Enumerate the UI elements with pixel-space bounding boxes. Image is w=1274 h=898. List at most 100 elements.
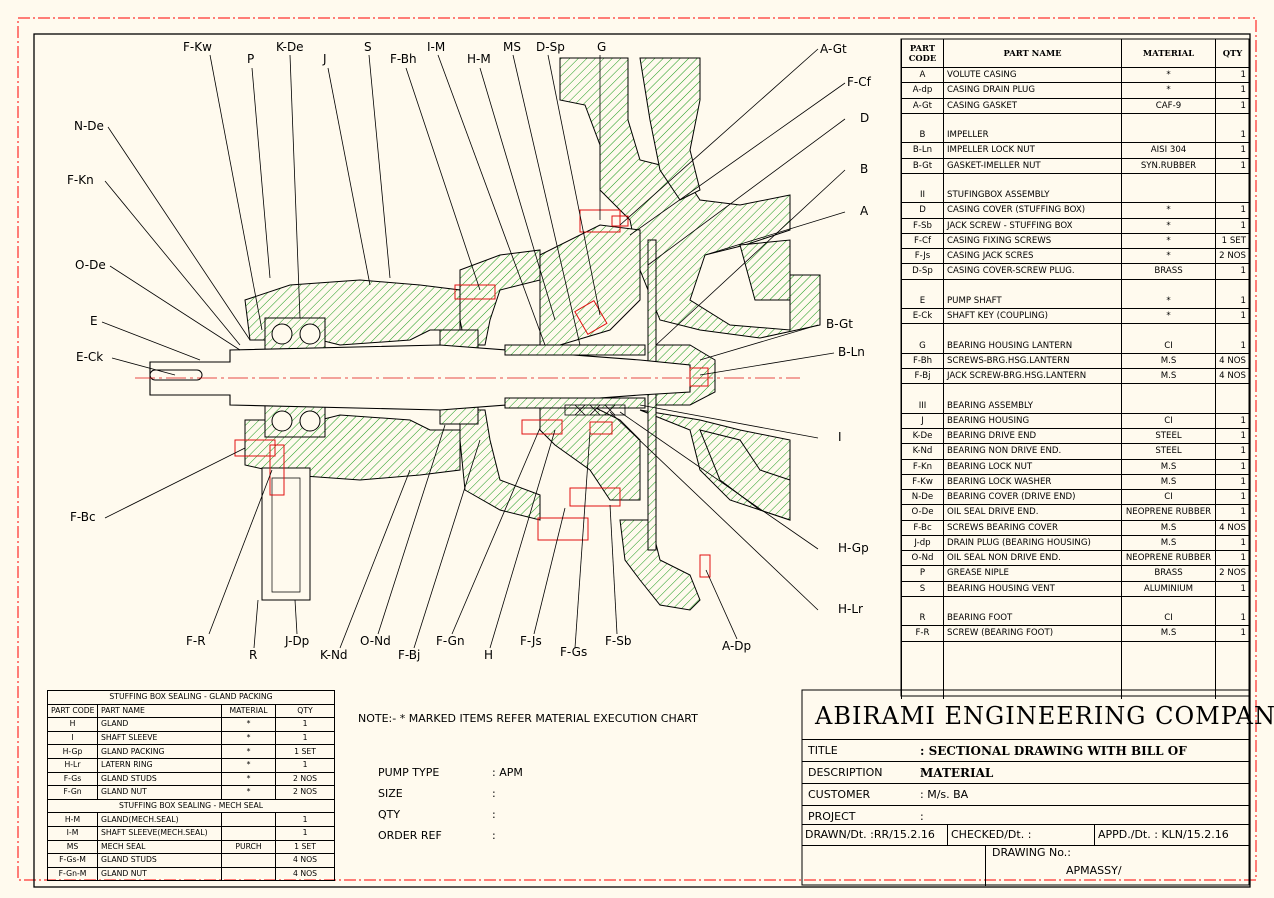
bom-cell-material: M.S [1121, 535, 1216, 552]
bom-cell-name: BEARING HOUSING LANTERN [943, 338, 1122, 354]
gland-cell-qty: 2 NOS [274, 771, 336, 787]
bom-cell-code [901, 655, 944, 670]
bom-cell-material [1121, 641, 1216, 656]
bom-cell-name [943, 279, 1122, 294]
gland-cell-code: H-Lr [47, 757, 98, 773]
bom-cell-material: * [1121, 308, 1216, 325]
balloon-adp: A-Dp [722, 639, 752, 653]
bom-cell-name: BEARING HOUSING VENT [943, 581, 1122, 597]
bom-cell-name [943, 596, 1122, 611]
bom-cell-code: D-Sp [901, 263, 944, 280]
bom-cell-code: J [901, 413, 944, 430]
description-row: DESCRIPTION : [802, 761, 1249, 784]
bom-cell-qty: 1 [1215, 67, 1250, 84]
bom-header-qty: QTY [1215, 39, 1250, 68]
gland-cell-qty: 1 SET [274, 839, 336, 855]
balloon-a: A [860, 204, 869, 218]
description-value: : [920, 766, 924, 779]
bom-cell-qty [1215, 173, 1250, 188]
approved-by: APPD./Dt. : KLN/15.2.16 [1094, 825, 1229, 845]
gland-cell-qty: 1 [274, 825, 336, 841]
leader-lines [101, 48, 846, 649]
bom-cell-code [901, 113, 944, 128]
bom-cell-name: IMPELLER LOCK NUT [943, 142, 1122, 159]
gland-cell-qty: 1 [274, 812, 336, 827]
gland-cell-name: LATERN RING [97, 757, 222, 773]
bom-cell-qty: 1 [1215, 293, 1250, 309]
bom-cell-code: III [901, 398, 944, 414]
company-name: ABIRAMI ENGINEERING COMPANY [815, 702, 1274, 730]
checked-by: CHECKED/Dt. : [947, 825, 1031, 845]
bom-cell-code: D [901, 202, 944, 219]
bom-cell-name [943, 113, 1122, 128]
gland-cell-material: * [221, 771, 276, 787]
bom-cell-material [1121, 383, 1216, 399]
bom-header-material: MATERIAL [1121, 39, 1216, 68]
bom-header-code: PART CODE [901, 39, 944, 68]
bom-cell-material [1121, 684, 1216, 699]
bom-cell-material: * [1121, 248, 1216, 265]
balloon-r: R [249, 648, 258, 662]
gland-cell-qty: 1 [274, 730, 336, 746]
bom-cell-qty [1215, 655, 1250, 670]
gland-cell-name: PART NAME [97, 703, 222, 719]
balloon-bgt: B-Gt [826, 317, 854, 331]
gland-cell-code: H-Gp [47, 744, 98, 759]
bom-cell-name: BEARING LOCK NUT [943, 459, 1122, 475]
bom-cell-code: O-Nd [901, 550, 944, 567]
project-label: PROJECT [808, 810, 856, 823]
bom-cell-qty: 1 [1215, 535, 1250, 552]
bom-cell-code: R [901, 611, 944, 627]
gland-cell-material [221, 825, 276, 841]
title-value: : SECTIONAL DRAWING WITH BILL OF MATERIA… [920, 744, 1187, 780]
gland-cell-code: F-Gs-M [47, 853, 98, 868]
bom-cell-qty: 1 [1215, 504, 1250, 521]
gland-cell-code: I-M [47, 825, 98, 841]
gland-cell-material [221, 812, 276, 827]
bom-cell-qty: 1 [1215, 263, 1250, 280]
balloon-fr: F-R [186, 634, 206, 648]
balloon-j: J [323, 52, 327, 66]
gland-cell-qty: 1 SET [274, 744, 336, 759]
bom-cell-name: SCREWS-BRG.HSG.LANTERN [943, 353, 1122, 370]
bom-cell-material [1121, 173, 1216, 188]
bom-cell-code: S [901, 581, 944, 597]
gland-cell-qty: 1 [274, 757, 336, 773]
bom-cell-material: M.S [1121, 520, 1216, 536]
bom-row [901, 279, 1250, 294]
bom-cell-qty: 1 [1215, 611, 1250, 627]
gland-cell-name: GLAND NUT [97, 785, 222, 800]
bom-cell-code [901, 670, 944, 685]
bom-cell-qty: 1 [1215, 550, 1250, 567]
bom-cell-material: BRASS [1121, 263, 1216, 280]
bom-cell-name: CASING COVER (STUFFING BOX) [943, 202, 1122, 219]
bom-cell-material [1121, 188, 1216, 204]
balloon-hgp: H-Gp [838, 541, 869, 555]
bom-cell-qty [1215, 188, 1250, 204]
bom-cell-name: SCREWS BEARING COVER [943, 520, 1122, 536]
gland-cell-code: H [47, 717, 98, 732]
bom-cell-qty: 1 [1215, 489, 1250, 506]
balloon-ond: O-Nd [360, 634, 391, 648]
bom-cell-material: * [1121, 82, 1216, 99]
bom-cell-name: VOLUTE CASING [943, 67, 1122, 84]
bom-cell-material [1121, 655, 1216, 670]
bom-cell-name: BEARING ASSEMBLY [943, 398, 1122, 414]
gland-title: STUFFING BOX SEALING - MECH SEAL [46, 798, 336, 814]
pump-info-value: : [492, 829, 496, 842]
pump-info-label: PUMP TYPE [378, 766, 440, 779]
bom-cell-qty: 4 NOS [1215, 520, 1250, 536]
bom-row [901, 670, 1250, 685]
bom-cell-name: SHAFT KEY (COUPLING) [943, 308, 1122, 325]
bom-cell-material: * [1121, 67, 1216, 84]
bom-cell-code: K-De [901, 428, 944, 445]
bom-cell-qty [1215, 670, 1250, 685]
